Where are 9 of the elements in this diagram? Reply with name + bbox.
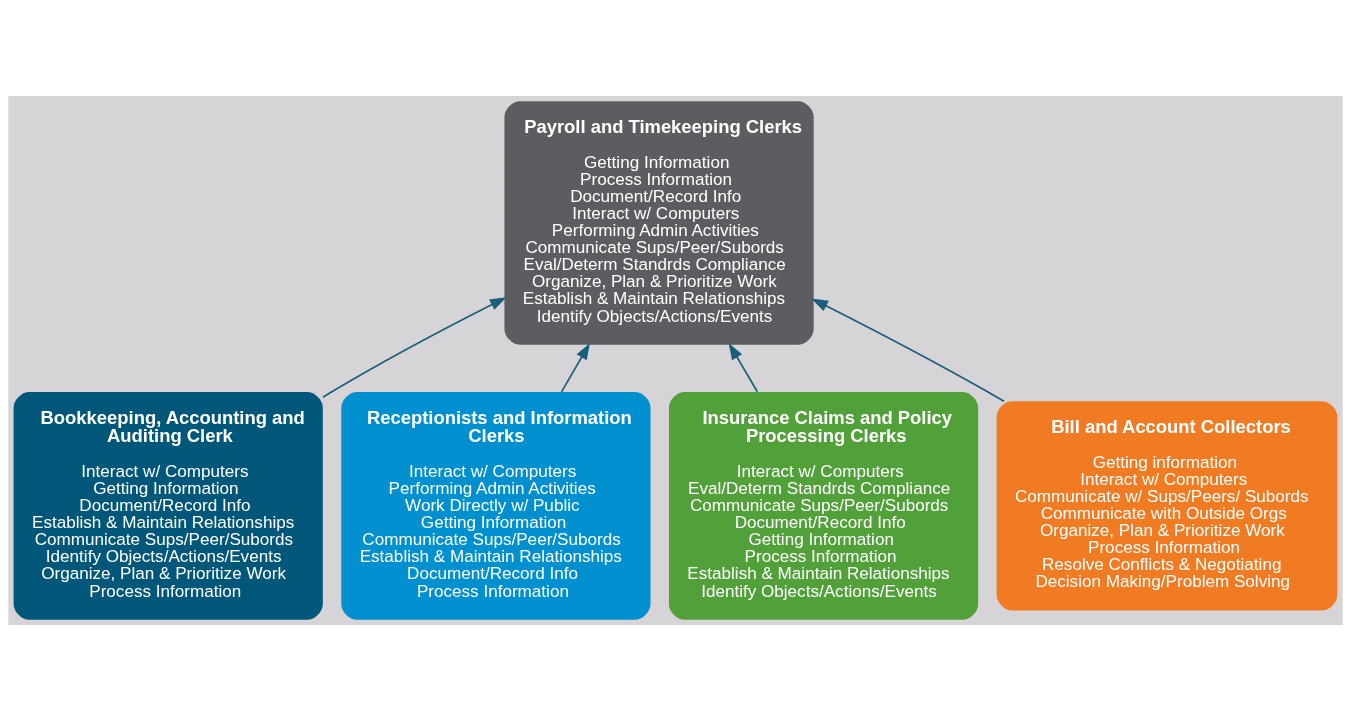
- node-box: Insurance Claims and Policy Processing Clerks Interact w/ Computers Eval/Determ Standrds Compliance Communicate Sups/Peer/Subords Document/Record Info Getting Information Process Information Establish & Maintain Relationships Identify Objects/Actions/Events: [668, 392, 979, 620]
- node-box: Payroll and Timekeeping Clerks Getting Information Process Information Document/Record Info Interact w/ Computers Performing Admin Activities Communicate Sups/Peer/Subords Eval/Determ Standrds Compliance Organize, Plan & Prioritize Work Establish & Maintain Relationships Identify Objects/Actions/Events: [504, 101, 814, 345]
- node-box: Receptionists and Information Clerks Interact w/ Computers Performing Admin Activities Work Directly w/ Public Getting Information Communicate Sups/Peer/Subords Establish & Maintain Relationships Document/Record Info Process Information: [341, 392, 651, 620]
- arrow: [728, 342, 759, 393]
- node-box: Bill and Account Collectors Getting information Interact w/ Computers Communicate w/ Sups/Peers/ Subords Communicate with Outside Orgs Organize, Plan & Prioritize Work Process Information Resolve Conflicts & Negotiating Decision Making/Problem Solving: [996, 401, 1338, 611]
- arrow: [560, 342, 591, 393]
- node-box: Bookkeeping, Accounting and Auditing Clerk Interact w/ Computers Getting Information Document/Record Info Establish & Maintain Relationships Communicate Sups/Peer/Subords Identify Objects/Actions/Events Organize, Plan & Prioritize Work Process Information: [13, 392, 323, 620]
- arrow: [322, 297, 507, 399]
- arrow: [811, 298, 1005, 403]
